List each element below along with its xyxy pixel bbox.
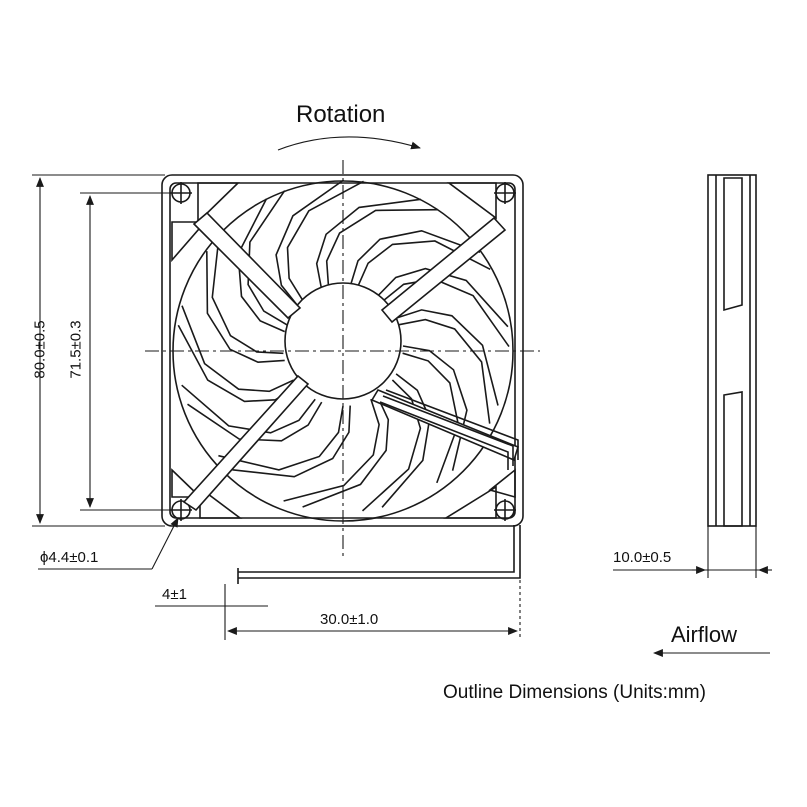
- fan-blade: [237, 198, 286, 333]
- fan-blade: [302, 395, 390, 508]
- fan-blade-edge: [247, 190, 288, 326]
- fan-blade: [349, 229, 481, 287]
- fan-blade: [187, 401, 323, 442]
- fan-side-view: [707, 174, 757, 527]
- fan-blade-edge: [325, 208, 438, 288]
- fan-blade: [206, 251, 285, 364]
- fan-blade: [232, 405, 351, 478]
- center-lines: [145, 160, 540, 560]
- fan-blade-edge: [398, 318, 491, 424]
- fan-blade-edge: [181, 305, 294, 393]
- fan-blade: [395, 309, 499, 406]
- fan-blade-edge: [181, 384, 316, 434]
- fan-blade: [275, 179, 345, 307]
- fan-blade-edge: [361, 379, 422, 512]
- fan-blade: [376, 267, 509, 328]
- fan-blade-edge: [218, 405, 344, 471]
- dim-thickness: 10.0±0.5: [613, 549, 672, 566]
- dim-hole-diameter: ϕ4.4±0.1: [40, 549, 99, 566]
- fan-blades: [177, 179, 510, 512]
- airflow-label: Airflow: [671, 622, 738, 647]
- dim-hole-pitch: 71.5±0.3: [67, 320, 85, 379]
- wire-bundle: [237, 389, 521, 584]
- fan-blade: [177, 324, 299, 403]
- mounting-holes: [170, 182, 516, 521]
- fan-blade-edge: [211, 235, 284, 355]
- fan-blade-edge: [402, 352, 460, 484]
- outline-dimensions-caption: Outline Dimensions (Units:mm): [443, 682, 706, 703]
- rotation-label: Rotation: [296, 101, 386, 128]
- fan-blade-edge: [286, 180, 364, 302]
- dim-height-outer: 80.0±0.5: [31, 320, 49, 379]
- dim-wire-length: 30.0±1.0: [320, 611, 379, 628]
- fan-blade-edge: [283, 398, 380, 502]
- fan-blade: [315, 198, 421, 291]
- dim-wire-offset: 4±1: [162, 586, 187, 603]
- dimension-lines: [32, 136, 772, 657]
